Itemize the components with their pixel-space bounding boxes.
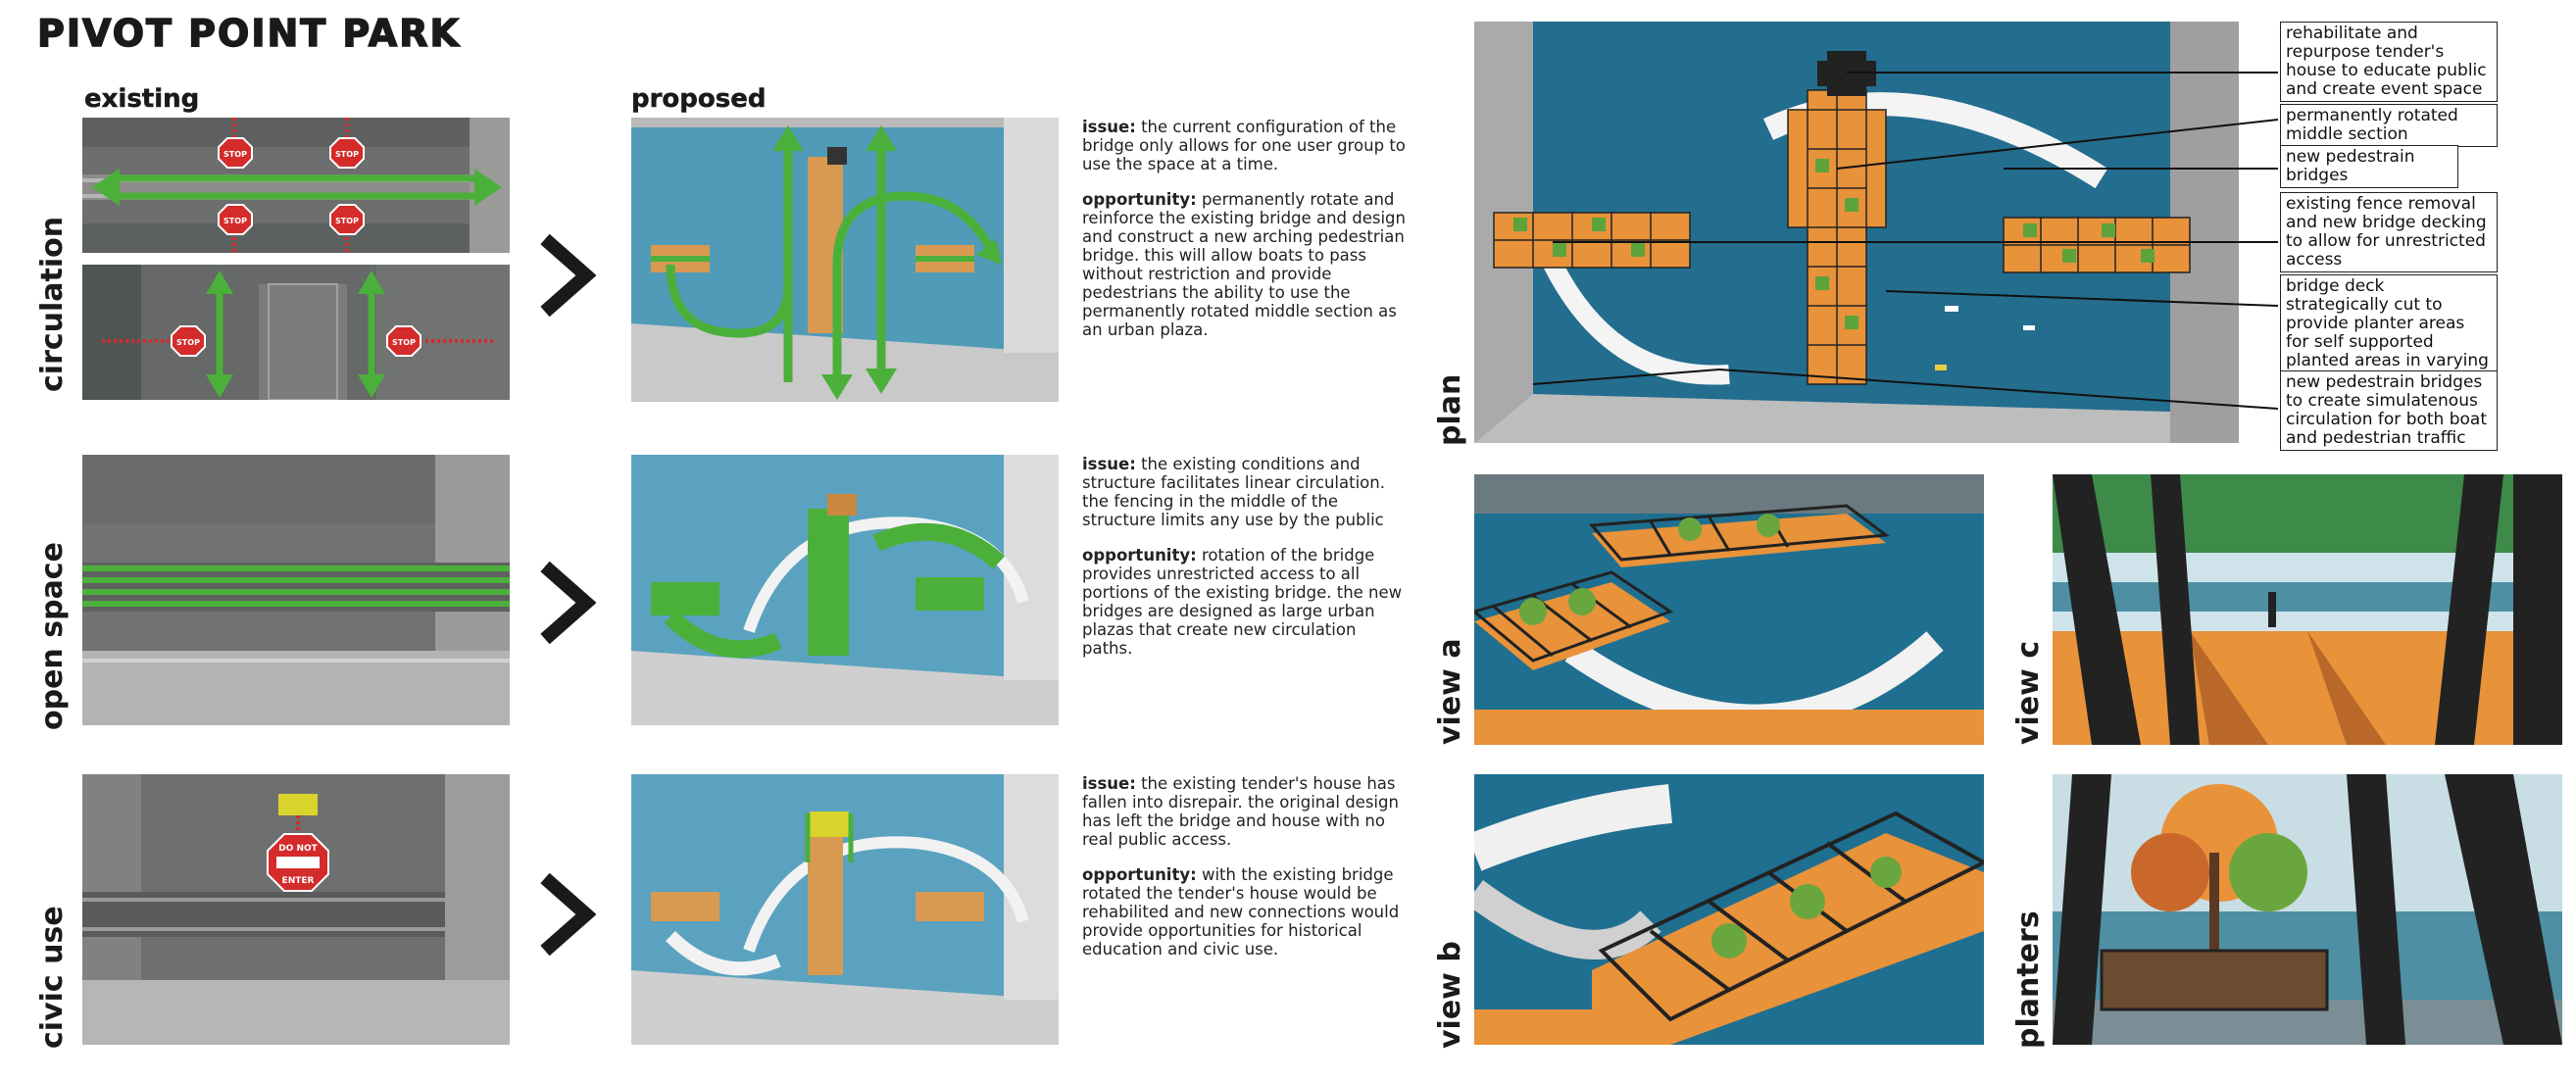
view-a-image (1474, 474, 1984, 745)
issue-label: issue: (1082, 455, 1136, 473)
stop-sign-icon: STOP (218, 137, 253, 172)
chevron-right-icon (537, 870, 597, 959)
open-space-description: issue: the existing conditions and struc… (1082, 455, 1406, 674)
svg-text:STOP: STOP (176, 338, 200, 347)
callout-tenders-house: rehabilitate and repurpose tender's hous… (2280, 22, 2498, 102)
civic-use-description: issue: the existing tender's house has f… (1082, 774, 1406, 975)
stop-sign-icon: STOP (386, 325, 421, 361)
civic-use-existing-image: DO NOT ENTER (82, 774, 510, 1045)
issue-text: the existing tender's house has fallen i… (1082, 774, 1399, 849)
row-label-circulation: circulation (35, 216, 70, 392)
callout-fence-removal: existing fence removal and new bridge de… (2280, 192, 2498, 272)
issue-text: the existing conditions and structure fa… (1082, 455, 1385, 529)
callout-leader-lines (1532, 72, 2279, 410)
opportunity-text: permanently rotate and reinforce the exi… (1082, 190, 1406, 339)
view-b-image (1474, 774, 1984, 1045)
issue-label: issue: (1082, 118, 1136, 136)
planters-label: planters (2011, 910, 2046, 1049)
open-space-proposed-image (631, 455, 1059, 725)
civic-use-proposed-image (631, 774, 1059, 1045)
stop-sign-icon: STOP (218, 204, 253, 239)
issue-text: the current configuration of the bridge … (1082, 118, 1406, 173)
existing-header: existing (84, 84, 200, 115)
proposed-header: proposed (631, 84, 767, 115)
callout-rotated-section: permanently rotated middle section (2280, 104, 2498, 147)
stop-sign-icon: STOP (171, 325, 206, 361)
svg-text:STOP: STOP (335, 217, 359, 225)
row-label-civic-use: civic use (35, 906, 70, 1049)
chevron-right-icon (537, 231, 597, 320)
opportunity-label: opportunity: (1082, 190, 1197, 209)
opportunity-label: opportunity: (1082, 865, 1197, 884)
do-not-enter-sign-icon: DO NOT ENTER (267, 833, 329, 896)
view-c-image (2053, 474, 2562, 745)
do-not-text: DO NOT (278, 844, 318, 854)
stop-sign-icon: STOP (329, 137, 365, 172)
opportunity-text: rotation of the bridge provides unrestri… (1082, 546, 1403, 658)
view-a-label: view a (1433, 638, 1467, 745)
open-space-existing-image (82, 455, 510, 725)
opportunity-text: with the existing bridge rotated the ten… (1082, 865, 1400, 959)
circulation-existing-top-image: STOP STOP STOP STOP (82, 118, 510, 253)
svg-text:STOP: STOP (392, 338, 416, 347)
callout-new-bridges: new pedestrain bridges (2280, 145, 2458, 188)
plan-image (1474, 22, 2239, 443)
svg-text:STOP: STOP (335, 150, 359, 159)
svg-text:STOP: STOP (223, 150, 247, 159)
stop-sign-icon: STOP (329, 204, 365, 239)
enter-text: ENTER (282, 876, 315, 886)
circulation-proposed-image (631, 118, 1059, 402)
row-label-open-space: open space (35, 542, 70, 730)
opportunity-label: opportunity: (1082, 546, 1197, 565)
view-b-label: view b (1433, 941, 1467, 1049)
planters-image (2053, 774, 2562, 1045)
circulation-description: issue: the current configuration of the … (1082, 118, 1406, 356)
plan-label: plan (1433, 373, 1467, 446)
svg-text:STOP: STOP (223, 217, 247, 225)
circulation-existing-bottom-image: STOP STOP (82, 265, 510, 400)
chevron-right-icon (537, 559, 597, 647)
callout-simultaneous-circulation: new pedestrain bridges to create simulat… (2280, 370, 2498, 451)
view-c-label: view c (2011, 640, 2046, 745)
page-title: PIVOT POINT PARK (36, 11, 461, 56)
issue-label: issue: (1082, 774, 1136, 793)
